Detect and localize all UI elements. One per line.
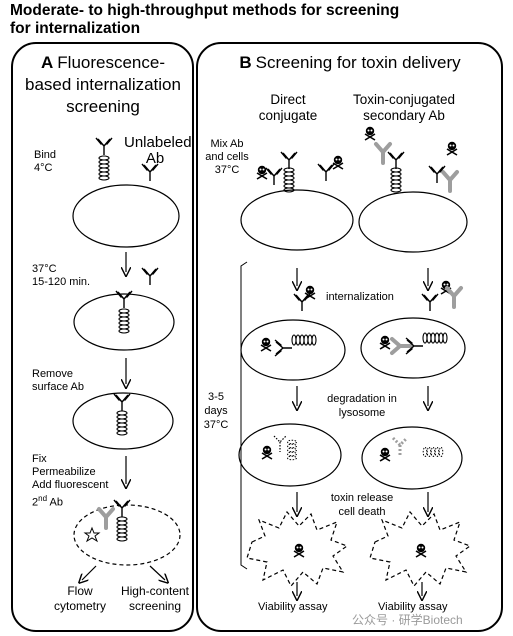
toxin-icon [415,542,427,558]
cell-shape [72,392,174,450]
cell-shape [238,423,342,487]
step-fix-label: Fix Permeabilize Add fluorescent 2nd Ab [32,453,109,509]
receptor-icon [116,410,128,436]
figure-title-line2: for internalization [10,20,141,37]
direct-conjugate-header: Direct conjugate [258,92,318,123]
time-bracket [240,261,248,570]
panel-a-letter: A [41,53,54,72]
panel-a-heading-line2: based internalization [25,75,181,94]
figure-title: Moderate- to high-throughput methods for… [10,2,399,38]
secondary-antibody-icon [97,507,115,530]
direct-conjugate-group [256,151,344,193]
cell-shape [240,319,346,381]
step-37c-label: 37°C 15-120 min. [32,263,91,288]
panel-a-heading-line1: Fluorescence- [57,53,165,72]
cell-shape [73,293,175,351]
cell-shape [240,189,354,251]
panel-a-heading-line3: screening [66,97,140,116]
receptor-icon [98,155,110,181]
toxin-icon [379,446,391,462]
degraded-secondary-icon [391,436,409,457]
viability-assay-right-label: Viability assay [378,601,448,613]
internalization-label: internalization [326,291,394,303]
fluorophore-star-icon [83,526,101,543]
degradation-label: degradation in lysosome [327,393,397,419]
antibody-icon [421,293,439,312]
toxin-release-label: toxin release cell death [330,492,394,518]
mix-ab-label: Mix Ab and cells 37°C [205,138,249,176]
cell-shape [358,191,468,253]
cell-shape [72,184,180,248]
antibody-icon [95,137,113,156]
cell-shape [361,426,463,490]
arrow [82,565,97,580]
antibody-icon [113,499,131,518]
degraded-antibody-icon [273,435,287,452]
toxin-icon [261,444,273,460]
antibody-icon [113,393,131,412]
antibody-icon [141,267,159,286]
arrow [149,565,165,580]
permeabilized-cell-shape [73,504,181,566]
figure-title-line1: Moderate- to high-throughput methods for… [10,2,400,19]
cell-shape [360,317,466,379]
degraded-receptor-icon [287,439,297,461]
step-bind-label: Bind 4°C [34,149,57,174]
watermark: 公众号 · 研学Biotech [352,613,463,627]
receptor-icon [116,516,128,542]
unlabeled-ab-label: Unlabeled Ab [124,134,192,167]
panel-b-border [196,42,503,632]
viability-assay-left-label: Viability assay [258,601,328,613]
toxin-icon [260,336,272,352]
high-content-screening-label: High-content screening [120,584,190,613]
panel-b-heading-text: Screening for toxin delivery [255,53,461,72]
toxin-secondary-group [364,126,459,193]
toxin-secondary-header: Toxin-conjugated secondary Ab [352,92,456,123]
toxin-icon [379,334,391,350]
days-label: 3-5 days 37°C [203,391,229,431]
step-remove-label: Remove surface Ab [32,368,84,393]
receptor-icon [118,308,130,334]
flow-cytometry-label: Flow cytometry [53,584,106,613]
panel-a-border [11,42,194,632]
panel-b-letter: B [239,53,252,72]
toxin-icon [293,542,305,558]
secondary-antibody-icon [445,286,463,309]
antibody-icon [293,293,311,312]
